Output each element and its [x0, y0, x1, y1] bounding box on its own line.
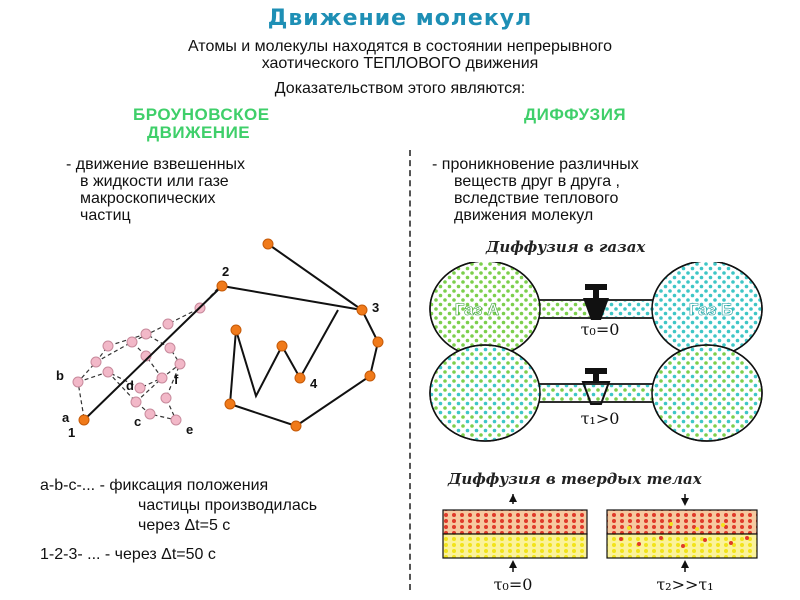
point-f [174, 358, 186, 370]
point [90, 356, 102, 368]
brownian-desc-line-3: макроскопических [80, 190, 216, 207]
brownian-description: - движение взвешенных в жидкости или газ… [66, 156, 245, 224]
label-4: 4 [310, 376, 318, 391]
arrow-down-icon [681, 498, 689, 506]
note-short-interval: a-b-c-... - фиксация положения частицы п… [40, 476, 317, 536]
tau1-label: τ₁>0 [581, 409, 620, 428]
solid-block-mixed: τ₂>>τ₁ [606, 494, 758, 594]
gas-container-mixed: τ₁>0 [429, 344, 763, 442]
valve-closed-icon [583, 284, 609, 320]
point [364, 370, 376, 382]
point [144, 408, 156, 420]
solid-diffusion-diagram: τ₀=0 τ₂>>τ₁ [442, 494, 758, 594]
gas-a-label: Газ А [455, 300, 500, 319]
gas-b-label: Газ Б [689, 300, 733, 319]
point [224, 398, 236, 410]
short-interval-points [72, 302, 206, 426]
point-3 [356, 304, 368, 316]
arrow-up-icon [681, 560, 689, 568]
point [140, 328, 152, 340]
point [134, 382, 146, 394]
label-e: e [186, 422, 193, 437]
point [164, 342, 176, 354]
solid-diffusion-title: Диффузия в твердых телах [448, 470, 702, 488]
point [102, 340, 114, 352]
page-title: Движение молекул [267, 6, 533, 31]
note1-line-2: частицы производилась [138, 497, 318, 514]
point [290, 420, 302, 432]
intro-text: Атомы и молекулы находятся в состоянии н… [0, 38, 800, 72]
intro-line-2: хаотического ТЕПЛОВОГО движения [261, 55, 539, 72]
solid-block-initial: τ₀=0 [442, 494, 588, 594]
note1-line-1: a-b-c-... - фиксация положения [40, 477, 269, 494]
point [262, 238, 274, 250]
diffusion-description: - проникновение различных веществ друг в… [432, 156, 639, 224]
tau0-label: τ₀=0 [581, 320, 620, 339]
point [276, 340, 288, 352]
point [372, 336, 384, 348]
point-c [130, 396, 142, 408]
point-e [170, 414, 182, 426]
note1-line-3: через Δt=5 с [138, 517, 231, 534]
long-interval-points [78, 238, 384, 432]
brownian-heading-line-1: БРОУНОВСКОЕ [133, 105, 270, 124]
point [162, 318, 174, 330]
label-b: b [56, 368, 64, 383]
solid-tau0-label: τ₀=0 [494, 575, 533, 594]
label-f: f [174, 372, 179, 387]
label-a: a [62, 410, 70, 425]
gas-container-initial: Газ А Газ Б τ₀=0 [429, 262, 763, 358]
gas-diffusion-title: Диффузия в газах [486, 238, 646, 256]
point-b [72, 376, 84, 388]
brownian-heading-line-2: ДВИЖЕНИЕ [147, 123, 251, 142]
point-d [156, 372, 168, 384]
point [126, 336, 138, 348]
long-interval-path [83, 243, 380, 428]
proof-text: Доказательством этого являются: [274, 80, 526, 97]
valve-open-icon [581, 368, 611, 405]
diffusion-desc-line-1: - проникновение различных [432, 156, 639, 173]
diffusion-heading: ДИФФУЗИЯ [524, 105, 627, 124]
point-4 [294, 372, 306, 384]
label-2: 2 [222, 264, 229, 279]
label-d: d [126, 378, 134, 393]
brownian-desc-line-1: - движение взвешенных [66, 156, 246, 173]
brownian-path-diagram: 1 2 3 4 a b c d e f [56, 238, 384, 440]
note-long-interval: 1-2-3- ... - через Δt=50 с [40, 546, 216, 563]
brownian-desc-line-2: в жидкости или газе [80, 173, 229, 190]
diffusion-desc-line-3: вследствие теплового [454, 190, 619, 207]
point [160, 392, 172, 404]
point-1 [78, 414, 90, 426]
point [230, 324, 242, 336]
arrow-up-icon [509, 560, 517, 568]
path-labels: 1 2 3 4 a b c d e f [56, 264, 379, 440]
intro-line-1: Атомы и молекулы находятся в состоянии н… [187, 38, 613, 55]
label-c: c [134, 414, 141, 429]
brownian-heading: БРОУНОВСКОЕ ДВИЖЕНИЕ [133, 106, 270, 142]
solid-tau2-label: τ₂>>τ₁ [656, 575, 713, 594]
gas-diffusion-diagram: Газ А Газ Б τ₀=0 τ₁>0 [429, 262, 763, 442]
point [102, 366, 114, 378]
label-1: 1 [68, 425, 75, 440]
point-2 [216, 280, 228, 292]
diffusion-desc-line-4: движения молекул [454, 207, 594, 224]
diffusion-desc-line-2: веществ друг в друга , [454, 173, 620, 190]
column-divider [409, 150, 411, 590]
label-3: 3 [372, 300, 379, 315]
brownian-desc-line-4: частиц [80, 207, 131, 224]
